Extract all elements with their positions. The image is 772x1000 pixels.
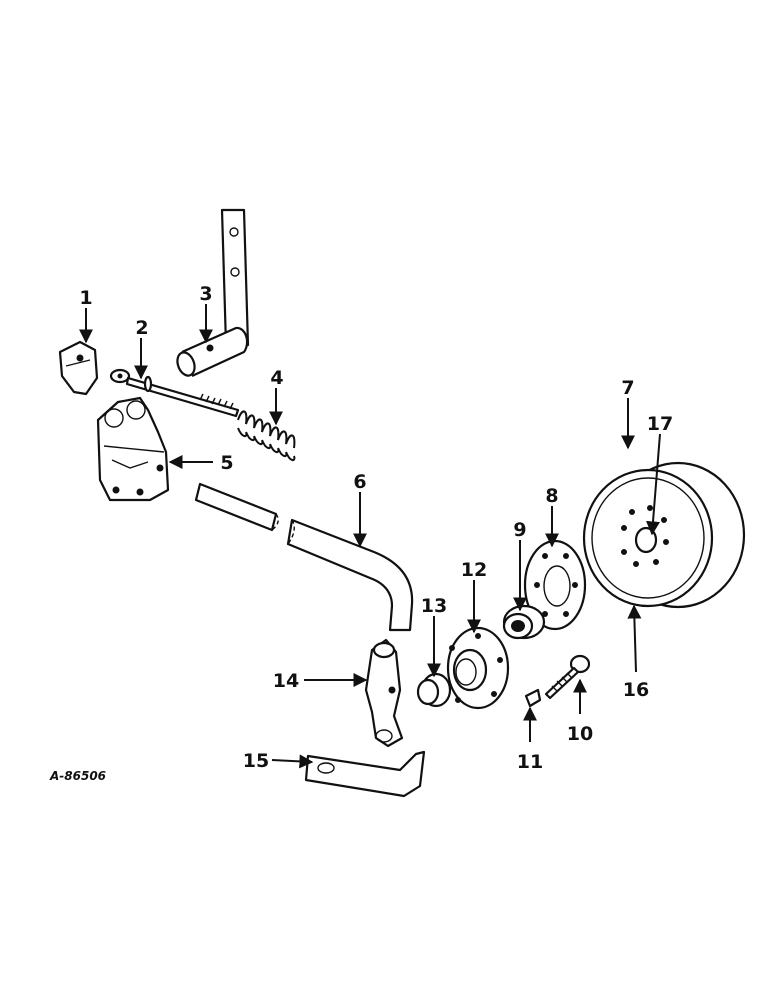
callout-6: 6 (353, 471, 366, 493)
callout-12: 12 (461, 559, 487, 581)
callout-2: 2 (135, 317, 148, 339)
callout-7: 7 (621, 377, 634, 399)
callout-labels: 1 2 3 4 5 6 7 8 9 10 11 12 13 14 15 16 1… (79, 283, 673, 773)
callout-11: 11 (517, 751, 543, 773)
callout-9: 9 (513, 519, 526, 541)
callout-1: 1 (79, 287, 92, 309)
callout-5: 5 (220, 452, 233, 474)
part-9-bearing (502, 604, 546, 640)
part-3-bracket-pin (176, 208, 250, 377)
callout-13: 13 (421, 595, 447, 617)
part-15-angle-bracket (304, 750, 426, 798)
callout-14: 14 (273, 670, 299, 692)
part-5-mounting-bracket (96, 396, 170, 502)
part-11-nut (524, 688, 542, 708)
part-7-wheel (582, 461, 746, 609)
part-14-arm (364, 638, 404, 748)
part-8-gasket (523, 539, 587, 631)
leader-lines (79, 304, 661, 769)
part-2-eye-bolt (109, 368, 240, 418)
part-1-clip (58, 340, 99, 396)
figure-id: A-86506 (49, 769, 106, 783)
part-4-spring (237, 410, 296, 462)
callout-10: 10 (567, 723, 593, 745)
callout-16: 16 (623, 679, 649, 701)
part-6-bent-shaft (194, 482, 414, 632)
callout-4: 4 (270, 367, 283, 389)
part-13-bushing (416, 672, 452, 708)
callout-15: 15 (243, 750, 269, 772)
callout-17: 17 (647, 413, 673, 435)
part-10-bolt (544, 654, 591, 700)
callout-3: 3 (199, 283, 212, 305)
part-12-hub (446, 626, 510, 710)
callout-8: 8 (545, 485, 558, 507)
